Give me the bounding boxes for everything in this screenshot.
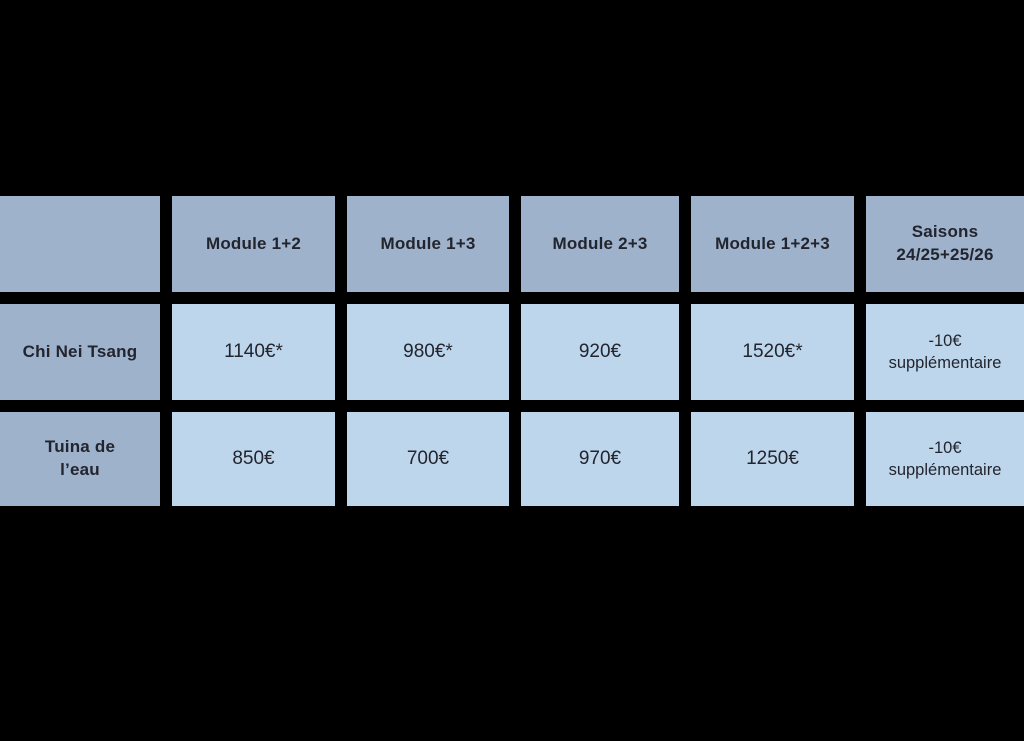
price-cell: 850€ bbox=[172, 412, 335, 506]
discount-cell: -10€ supplémentaire bbox=[866, 304, 1024, 400]
price-cell: 920€ bbox=[521, 304, 679, 400]
row-label-chi-nei-tsang: Chi Nei Tsang bbox=[0, 304, 160, 400]
price-cell: 970€ bbox=[521, 412, 679, 506]
price-cell: 700€ bbox=[347, 412, 509, 506]
discount-cell: -10€ supplémentaire bbox=[866, 412, 1024, 506]
column-header-saisons: Saisons 24/25+25/26 bbox=[866, 196, 1024, 292]
column-header-module-2-3: Module 2+3 bbox=[521, 196, 679, 292]
price-cell: 1140€* bbox=[172, 304, 335, 400]
corner-cell bbox=[0, 196, 160, 292]
price-cell: 980€* bbox=[347, 304, 509, 400]
price-cell: 1250€ bbox=[691, 412, 854, 506]
pricing-table: Module 1+2 Module 1+3 Module 2+3 Module … bbox=[0, 196, 1024, 506]
row-label-tuina-de-l-eau: Tuina de l’eau bbox=[0, 412, 160, 506]
column-header-module-1-3: Module 1+3 bbox=[347, 196, 509, 292]
column-header-module-1-2-3: Module 1+2+3 bbox=[691, 196, 854, 292]
column-header-module-1-2: Module 1+2 bbox=[172, 196, 335, 292]
price-cell: 1520€* bbox=[691, 304, 854, 400]
